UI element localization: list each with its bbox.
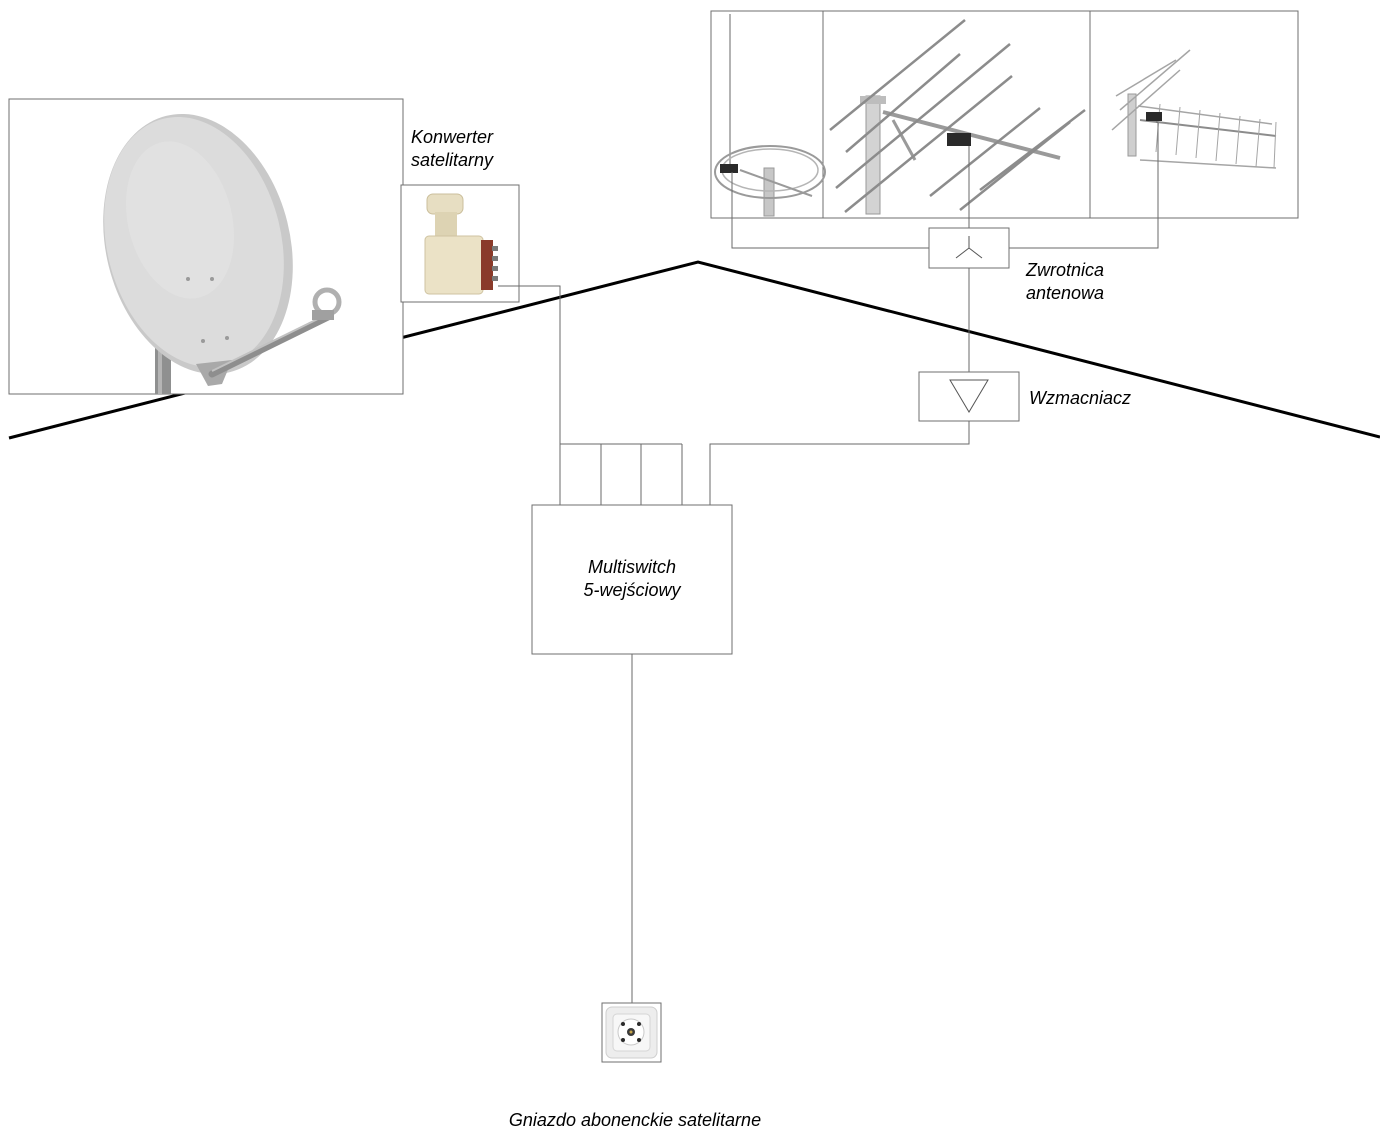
lnb-converter-icon xyxy=(424,193,498,295)
amplifier xyxy=(918,371,1020,422)
multiswitch-label-line2: 5-wejściowy xyxy=(583,580,681,600)
amplifier-to-multiswitch-cable xyxy=(709,421,970,505)
lnb-converter-picture xyxy=(400,184,520,303)
subscriber-socket-icon xyxy=(605,1006,658,1059)
satellite-converter-label-line1: Konwerter xyxy=(411,127,494,147)
fm-ring-antenna-icon xyxy=(714,14,826,217)
satellite-converter-label-line2: satelitarny xyxy=(411,150,494,170)
satellite-dish-picture xyxy=(8,98,404,395)
satellite-converter-label: Konwerter satelitarny xyxy=(411,126,493,172)
multiswitch-box xyxy=(531,504,733,655)
antenna-feed-lines xyxy=(731,121,1159,249)
subscriber-socket-picture xyxy=(601,1002,662,1063)
antenna-combiner xyxy=(928,227,1010,269)
antenna-combiner-label-line1: Zwrotnica xyxy=(1026,260,1105,280)
multiswitch-label-line1: Multiswitch xyxy=(587,557,676,577)
combiner-symbol-icon xyxy=(955,236,983,259)
terrestrial-antennas-picture xyxy=(710,10,1299,219)
subscriber-socket-label: Gniazdo abonenckie satelitarne xyxy=(508,1110,762,1130)
yagi-vhf-antenna-icon xyxy=(829,19,1086,215)
antenna-combiner-label: Zwrotnica antenowa xyxy=(1026,259,1104,305)
amplifier-triangle-icon xyxy=(949,379,989,413)
lnb-to-multiswitch-cables xyxy=(498,285,683,505)
multiswitch-label: Multiswitch 5-wejściowy xyxy=(532,556,732,602)
satellite-dish-icon xyxy=(103,114,342,394)
antenna-combiner-label-line2: antenowa xyxy=(1026,283,1105,303)
amplifier-label: Wzmacniacz xyxy=(1029,388,1132,408)
